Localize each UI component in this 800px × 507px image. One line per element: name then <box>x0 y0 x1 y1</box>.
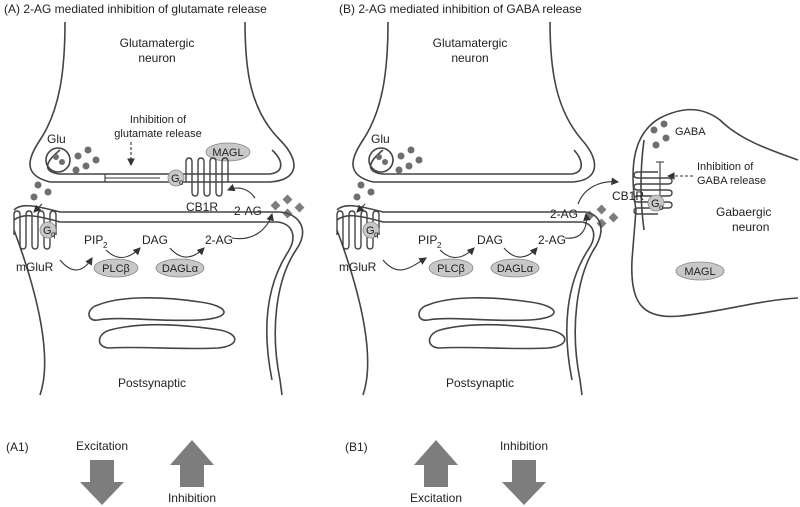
panel-a-title: (A) 2-AG mediated inhibition of glutamat… <box>4 2 267 16</box>
two-ag-free-label-b: 2-AG <box>550 207 578 221</box>
presynaptic-label-a-2: neuron <box>138 51 175 65</box>
svg-text:2: 2 <box>437 241 442 250</box>
gabaergic-label-2: neuron <box>732 220 769 234</box>
vesicle-b <box>368 147 394 173</box>
arrow-2ag-to-cb1r-a <box>226 183 256 199</box>
glutamate-dots-b <box>353 146 423 201</box>
cb1r-receptor-a <box>185 157 229 197</box>
gi-label-b: G <box>651 198 660 210</box>
down-arrow-inhibition-b <box>502 460 546 505</box>
vesicle-a <box>45 147 71 173</box>
panel-b-title: (B) 2-AG mediated inhibition of GABA rel… <box>339 2 582 16</box>
pip2-label-b: PIP <box>418 233 437 247</box>
postsynaptic-label-a: Postsynaptic <box>118 376 186 390</box>
cb1r-label-b: CB1R <box>612 189 644 203</box>
up-arrow-excitation-b <box>414 440 458 487</box>
plcb-label-b: PLCβ <box>437 263 465 275</box>
presynaptic-label-b-2: neuron <box>451 51 488 65</box>
plcb-label-a: PLCβ <box>102 263 130 275</box>
two-ag-label-a: 2-AG <box>205 233 233 247</box>
gi-protein-b <box>647 194 665 212</box>
dagla-label-a: DAGLα <box>162 263 199 275</box>
magl-label-b: MAGL <box>684 266 715 278</box>
arrow-2ag-to-cb1r-b <box>577 177 620 205</box>
gq-label-b: G <box>366 225 375 237</box>
excitation-label-b: Excitation <box>410 491 462 505</box>
up-arrow-inhibition-a <box>170 440 214 487</box>
inhibition-text-a-1: Inhibition of <box>130 114 187 126</box>
glu-label-b: Glu <box>371 132 390 146</box>
dag-label-b: DAG <box>477 233 503 247</box>
mglur-label-b: mGluR <box>339 260 377 274</box>
gq-protein-a <box>39 221 57 239</box>
presynaptic-label-a: Glutamatergic <box>120 36 195 50</box>
inhibition-text-a-2: glutamate release <box>114 128 201 140</box>
excitation-label-a: Excitation <box>76 439 128 453</box>
gaba-label: GABA <box>675 126 706 138</box>
svg-text:2: 2 <box>103 241 108 250</box>
panel-b: (B) 2-AG mediated inhibition of GABA rel… <box>336 2 799 505</box>
two-ag-label-b: 2-AG <box>538 233 566 247</box>
svg-text:o: o <box>179 178 184 187</box>
sub-label-a1: (A1) <box>6 440 29 454</box>
glu-label-a: Glu <box>47 132 66 146</box>
er-b <box>418 297 555 322</box>
dagla-label-b: DAGLα <box>497 263 534 275</box>
inhibition-text-b-1: Inhibition of <box>697 161 754 173</box>
svg-text:q: q <box>51 230 55 239</box>
dagla-ellipse-a <box>155 258 205 278</box>
gabaergic-label-1: Gabaergic <box>716 205 771 219</box>
presynaptic-label-b: Glutamatergic <box>433 36 508 50</box>
inhibition-text-b-2: GABA release <box>697 175 766 187</box>
down-arrow-excitation-a <box>80 460 124 505</box>
pip2-label-a: PIP <box>84 233 103 247</box>
two-ag-free-label-a: 2-AG <box>234 204 262 218</box>
svg-text:o: o <box>659 203 664 212</box>
magl-ellipse-b <box>675 261 725 281</box>
presynaptic-membrane-b <box>352 21 596 183</box>
inhibition-label-a: Inhibition <box>168 491 216 505</box>
dag-label-a: DAG <box>142 233 168 247</box>
plcb-ellipse-a <box>93 258 139 278</box>
mglur-label-a: mGluR <box>16 260 54 274</box>
gi-protein-a <box>167 169 185 187</box>
cb1r-label-a: CB1R <box>186 200 218 214</box>
glutamate-dots-a <box>30 146 100 201</box>
dagla-ellipse-b <box>490 258 540 278</box>
er-a <box>88 297 225 322</box>
gabaergic-terminal <box>630 108 799 318</box>
magl-label-a: MAGL <box>212 147 243 159</box>
gq-label-a: G <box>43 225 52 237</box>
gi-label-a: G <box>171 173 180 185</box>
gq-protein-b <box>362 221 380 239</box>
presynaptic-membrane-a <box>29 21 295 183</box>
inhibition-label-b: Inhibition <box>500 439 548 453</box>
inhibition-bar-a <box>104 174 160 182</box>
panel-a: (A) 2-AG mediated inhibition of glutamat… <box>4 2 305 505</box>
svg-text:q: q <box>374 230 378 239</box>
two-ag-diamonds-a <box>270 194 305 219</box>
presynaptic-membrane-a-inner <box>46 149 282 175</box>
sub-label-b1: (B1) <box>345 440 368 454</box>
postsynaptic-label-b: Postsynaptic <box>446 376 514 390</box>
plcb-ellipse-b <box>428 258 474 278</box>
